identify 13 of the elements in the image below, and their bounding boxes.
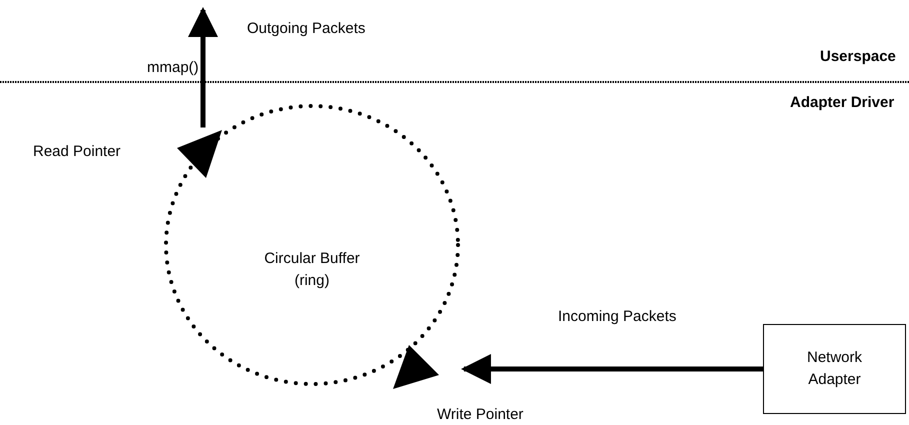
text-label: Write Pointer xyxy=(437,406,524,423)
layer-label: Adapter Driver xyxy=(790,94,894,111)
layer-label: Userspace xyxy=(820,48,896,65)
arrow xyxy=(460,354,763,384)
ring-buffer-circle xyxy=(164,104,460,386)
node-label: Network Adapter xyxy=(806,348,863,390)
edge-label: Outgoing Packets xyxy=(247,20,366,37)
text-label: mmap() xyxy=(147,59,199,76)
edge-label: Incoming Packets xyxy=(558,308,676,325)
node-label: Circular Buffer (ring) xyxy=(263,249,361,291)
device-box xyxy=(763,324,906,414)
text-label: Read Pointer xyxy=(33,143,121,160)
arrow xyxy=(188,7,218,128)
